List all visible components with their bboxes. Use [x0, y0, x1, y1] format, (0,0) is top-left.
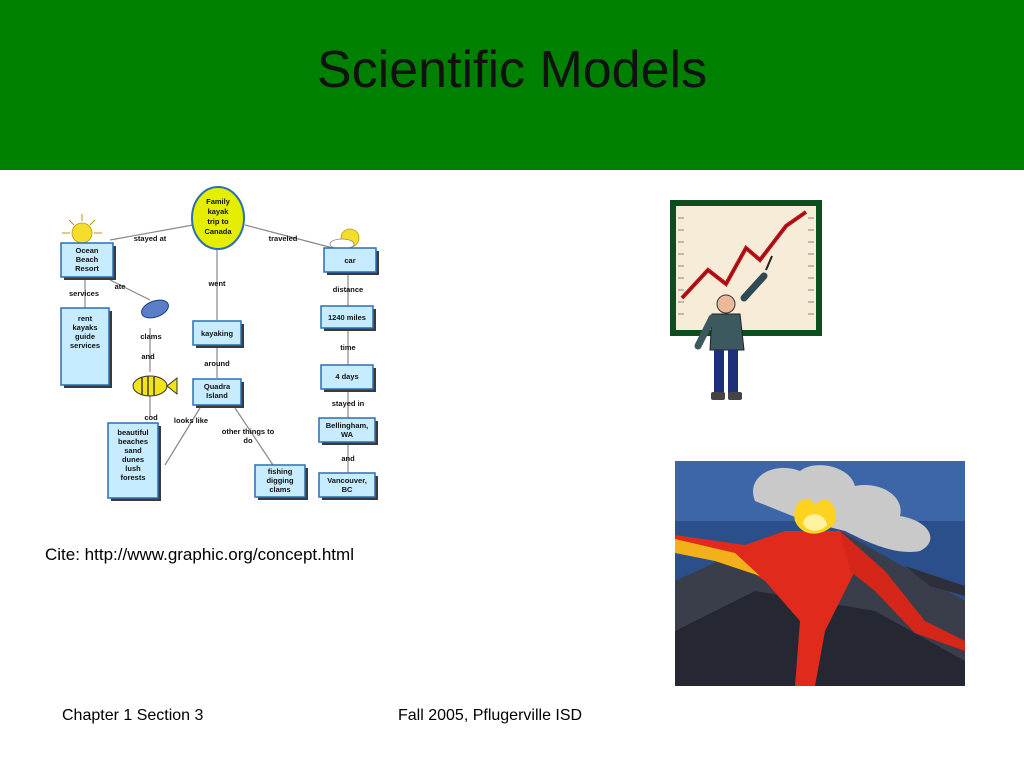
link-label: cod	[144, 413, 158, 422]
concept-center-node: Family kayak trip to Canada	[191, 186, 245, 250]
svg-text:car: car	[344, 256, 355, 265]
link-label: clams	[140, 332, 161, 341]
link-label: traveled	[269, 234, 298, 243]
concept-node-bellingham: Bellingham, WA	[318, 417, 378, 445]
svg-text:sand: sand	[124, 446, 142, 455]
footer-chapter: Chapter 1 Section 3	[62, 707, 204, 724]
svg-text:lush: lush	[125, 464, 141, 473]
svg-text:Canada: Canada	[204, 227, 232, 236]
footer-term: Fall 2005, Pflugerville ISD	[398, 707, 583, 724]
link-label: stayed at	[134, 234, 167, 243]
svg-text:Beach: Beach	[76, 255, 99, 264]
fish-icon	[132, 375, 178, 397]
link-label: do	[243, 436, 253, 445]
link-label: services	[69, 289, 99, 298]
svg-text:Family: Family	[206, 197, 231, 206]
slide-title: Scientific Models	[316, 41, 708, 99]
svg-text:4 days: 4 days	[335, 372, 358, 381]
link-label: and	[141, 352, 155, 361]
svg-text:Vancouver,: Vancouver,	[327, 476, 367, 485]
link-label: and	[341, 454, 355, 463]
concept-node-fishing: fishing digging clams	[254, 464, 308, 500]
link-label: looks like	[174, 416, 208, 425]
link-label: went	[207, 279, 226, 288]
clam-icon	[141, 299, 169, 319]
volcano-illustration	[675, 461, 965, 686]
svg-text:digging: digging	[266, 476, 293, 485]
concept-node-quadra-island: Quadra Island	[192, 378, 244, 408]
link-label: around	[204, 359, 230, 368]
svg-text:clams: clams	[269, 485, 290, 494]
concept-node-vancouver: Vancouver, BC	[318, 472, 378, 500]
svg-text:kayaks: kayaks	[72, 323, 97, 332]
title-banner	[0, 0, 1024, 170]
presenter-chart-illustration	[670, 200, 822, 400]
sun-cloud-icon	[329, 228, 360, 250]
svg-text:fishing: fishing	[268, 467, 293, 476]
svg-text:1240 miles: 1240 miles	[328, 313, 366, 322]
svg-text:BC: BC	[342, 485, 353, 494]
svg-text:guide: guide	[75, 332, 95, 341]
svg-text:Ocean: Ocean	[76, 246, 99, 255]
svg-text:forests: forests	[120, 473, 145, 482]
link-label: time	[340, 343, 355, 352]
svg-text:rent: rent	[78, 314, 93, 323]
svg-text:services: services	[70, 341, 100, 350]
concept-node-car: car	[323, 247, 379, 275]
svg-text:dunes: dunes	[122, 455, 144, 464]
link-label: ate	[115, 282, 126, 291]
link-label: stayed in	[332, 399, 365, 408]
svg-text:beautiful: beautiful	[117, 428, 148, 437]
link-label: distance	[333, 285, 363, 294]
sun-icon	[62, 214, 102, 244]
concept-node-ocean-beach-resort: Ocean Beach Resort	[60, 242, 116, 280]
citation-text: Cite: http://www.graphic.org/concept.htm…	[45, 545, 354, 564]
svg-text:Bellingham,: Bellingham,	[326, 421, 369, 430]
svg-text:trip to: trip to	[207, 217, 229, 226]
concept-map: Family kayak trip to Canada Ocean Beach …	[60, 186, 379, 501]
concept-node-miles: 1240 miles	[320, 305, 376, 331]
svg-text:kayak: kayak	[208, 207, 230, 216]
svg-text:Quadra: Quadra	[204, 382, 231, 391]
svg-text:Resort: Resort	[75, 264, 99, 273]
svg-text:WA: WA	[341, 430, 354, 439]
svg-text:kayaking: kayaking	[201, 329, 234, 338]
link-label: other things to	[222, 427, 275, 436]
concept-node-rent-kayaks: rent kayaks guide services	[60, 307, 112, 388]
svg-text:beaches: beaches	[118, 437, 148, 446]
concept-node-kayaking: kayaking	[192, 320, 244, 348]
concept-node-beaches: beautiful beaches sand dunes lush forest…	[107, 422, 161, 501]
svg-text:Island: Island	[206, 391, 228, 400]
concept-node-days: 4 days	[320, 364, 376, 392]
